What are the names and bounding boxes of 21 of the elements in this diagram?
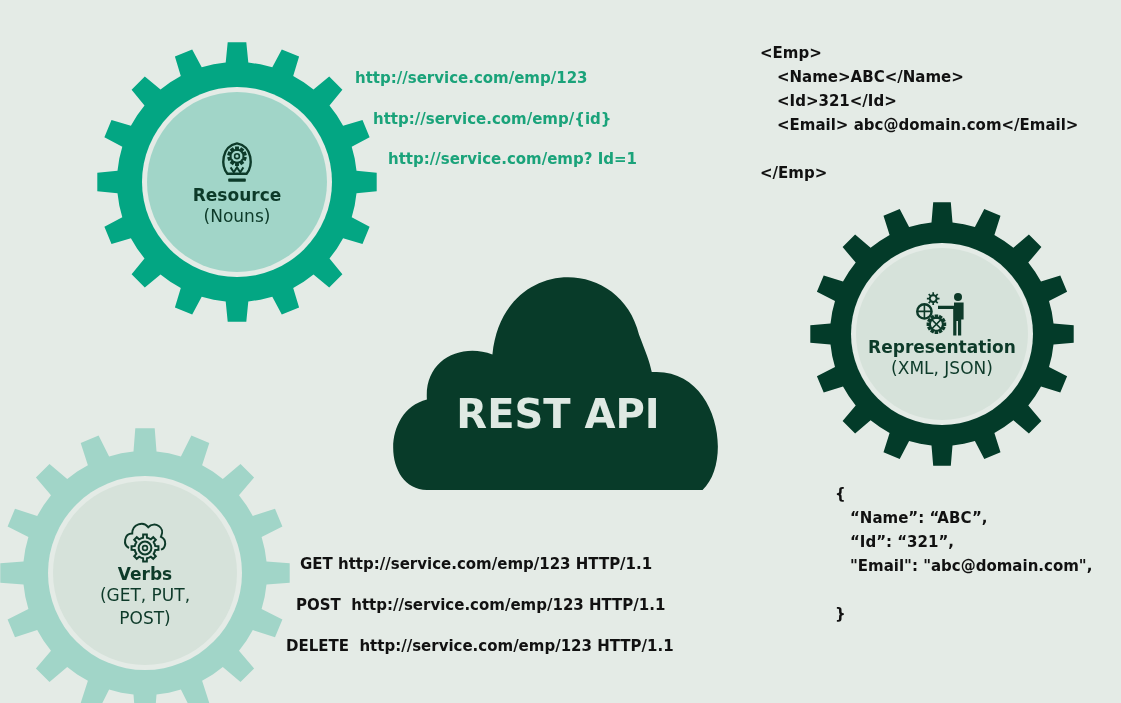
code-line: <Emp> (760, 44, 822, 62)
gear-subtitle: (XML, JSON) (891, 357, 993, 380)
code-line: } (835, 605, 846, 623)
gear-subtitle: (Nouns) (203, 204, 271, 228)
code-line: <Name>ABC</Name> (777, 68, 964, 86)
http-request-line: DELETE http://service.com/emp/123 HTTP/1.1 (286, 637, 674, 655)
code-line: { (835, 485, 846, 503)
code-line: </Emp> (760, 164, 828, 182)
gear-title: Representation (868, 336, 1016, 357)
gear-subtitle: (GET, PUT, POST) (98, 584, 192, 630)
gear-title: Resource (192, 184, 282, 205)
code-line: <Id>321</Id> (777, 92, 897, 110)
code-line: “Name”: “ABC”, (850, 509, 988, 527)
gear-title: Verbs (117, 564, 173, 585)
cloud-title: REST API (456, 391, 660, 437)
url-text: http://service.com/emp/123 (355, 69, 588, 87)
url-text: http://service.com/emp/{id} (373, 110, 612, 128)
code-line: “Id”: “321”, (850, 533, 954, 551)
code-line: "Email": "abc@domain.com", (850, 557, 1093, 575)
code-line: <Email> abc@domain.com</Email> (777, 116, 1079, 134)
gear-shape (810, 202, 1074, 466)
